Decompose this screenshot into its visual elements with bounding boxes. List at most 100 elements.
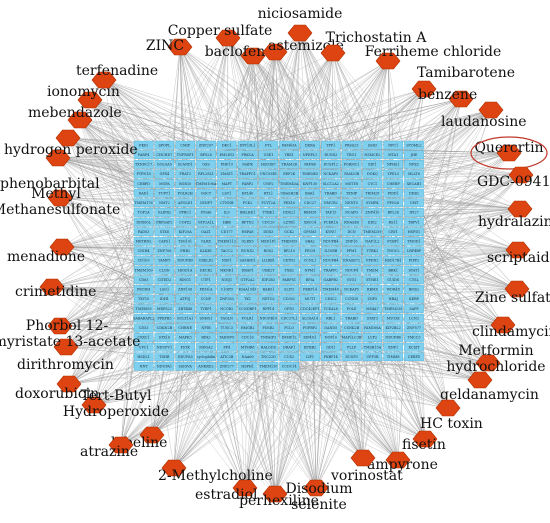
gene-node[interactable]: CMIP	[175, 140, 196, 150]
gene-node[interactable]: RS11	[383, 217, 404, 227]
gene-node[interactable]: ATIC2B	[216, 352, 237, 362]
gene-node[interactable]: MDGA2	[196, 342, 216, 352]
gene-node[interactable]: NPEPL1	[300, 150, 320, 160]
gene-node[interactable]: TK1	[237, 294, 258, 304]
gene-node[interactable]: DAND5	[321, 323, 341, 333]
drug-node[interactable]: scriptaid	[487, 241, 550, 266]
gene-node[interactable]: FADS3	[133, 227, 154, 236]
gene-node[interactable]: METRNL	[133, 236, 154, 246]
gene-node[interactable]: NDUFA5	[175, 352, 196, 362]
gene-node[interactable]: IL10RB	[321, 246, 341, 256]
gene-node[interactable]: CDC37L1	[279, 313, 300, 323]
gene-node[interactable]: NDUFB10	[258, 313, 279, 323]
gene-node[interactable]: NDUFV1	[154, 342, 175, 352]
drug-node[interactable]: 2-Methylcholine	[158, 459, 273, 484]
drug-node[interactable]: terfenadine	[76, 63, 158, 89]
gene-node[interactable]: CCNDBP1	[237, 304, 258, 313]
gene-node[interactable]: RBM38	[300, 208, 320, 217]
gene-node[interactable]: NFIB	[196, 323, 216, 333]
gene-node[interactable]: PCK2	[237, 198, 258, 208]
gene-node[interactable]: SBA2	[300, 236, 320, 246]
gene-node[interactable]: PGRMC1	[341, 160, 362, 169]
gene-node[interactable]: FEM1A	[196, 285, 216, 294]
gene-node[interactable]: STX8	[154, 227, 175, 236]
gene-node[interactable]: CCNF	[196, 294, 216, 304]
gene-node[interactable]: ZNF277	[216, 362, 237, 371]
gene-node[interactable]: PRODH	[133, 285, 154, 294]
gene-node[interactable]: NAA60	[237, 352, 258, 362]
gene-node[interactable]: LRP4BP	[404, 246, 424, 256]
gene-node[interactable]: TMEM176	[133, 198, 154, 208]
drug-node[interactable]: dirithromycin	[17, 338, 114, 373]
gene-node[interactable]: UTF1	[196, 275, 216, 285]
gene-node[interactable]: CEBPD	[133, 179, 154, 188]
gene-node[interactable]: UPF3B	[362, 352, 383, 362]
gene-node[interactable]: EIF2B3	[258, 275, 279, 285]
gene-node[interactable]: ENASE72	[341, 256, 362, 265]
gene-node[interactable]: MS4A7	[362, 304, 383, 313]
gene-node[interactable]: PHB2	[175, 246, 196, 256]
gene-node[interactable]: FAM20B	[341, 169, 362, 179]
gene-node[interactable]: TMEM169	[133, 265, 154, 275]
gene-node[interactable]: CDC42EP1	[300, 304, 320, 313]
gene-node[interactable]: MAPK3	[175, 333, 196, 342]
gene-node[interactable]: LZTR1	[279, 217, 300, 227]
gene-node[interactable]: PCBP1	[383, 236, 404, 246]
gene-node[interactable]: TMSB15A	[362, 342, 383, 352]
gene-node[interactable]: YBX1	[279, 150, 300, 160]
gene-node[interactable]: SCAND1	[175, 160, 196, 169]
gene-node[interactable]: NINJ1	[216, 275, 237, 285]
gene-node[interactable]: MYO5E	[383, 313, 404, 323]
gene-node[interactable]: ZNF577	[404, 323, 424, 333]
drug-node[interactable]: vorinostat	[330, 449, 403, 484]
gene-node[interactable]: SSR3	[362, 140, 383, 150]
gene-node[interactable]: TRABD	[321, 188, 341, 198]
gene-node[interactable]: TTBK2	[362, 246, 383, 256]
gene-node[interactable]: TNC22D	[258, 352, 279, 362]
gene-node[interactable]: UNC93B1	[258, 169, 279, 179]
gene-node[interactable]: NNT	[133, 362, 154, 371]
gene-node[interactable]: PIDD1	[383, 188, 404, 198]
gene-node[interactable]: TYRP1	[196, 304, 216, 313]
gene-node[interactable]: PTPN18	[133, 169, 154, 179]
gene-node[interactable]: CUX2	[279, 352, 300, 362]
gene-node[interactable]: FKBP14	[321, 352, 341, 362]
gene-node[interactable]: TMCC3	[404, 333, 424, 342]
gene-node[interactable]: NDUFA1	[154, 362, 175, 371]
gene-node[interactable]: ANKRD2	[196, 362, 216, 371]
gene-node[interactable]: GTF2A2	[237, 275, 258, 285]
gene-node[interactable]: HIGD1A	[175, 265, 196, 275]
drug-node[interactable]: HC toxin	[420, 399, 483, 432]
drug-node[interactable]: Tamibarotene	[411, 65, 515, 98]
gene-node[interactable]: ZNF106	[175, 285, 196, 294]
gene-node[interactable]: GPX4	[154, 169, 175, 179]
gene-node[interactable]: CETN2	[279, 256, 300, 265]
gene-node[interactable]: ETHE1	[362, 275, 383, 285]
gene-node[interactable]: LSG1	[154, 285, 175, 294]
gene-node[interactable]: ZNF207	[196, 140, 216, 150]
gene-node[interactable]: DECR2	[196, 265, 216, 275]
gene-node[interactable]: PRSS23	[341, 140, 362, 150]
gene-node[interactable]: HSPA8	[237, 227, 258, 236]
gene-node[interactable]: PPN26	[383, 198, 404, 208]
gene-node[interactable]: CITED2	[154, 275, 175, 285]
gene-node[interactable]: SSIGVA	[175, 362, 196, 371]
gene-node[interactable]: STAT1	[404, 265, 424, 275]
gene-node[interactable]: NFE2	[404, 160, 424, 169]
gene-node[interactable]: CD302	[279, 294, 300, 304]
gene-node[interactable]: UPC1	[133, 342, 154, 352]
gene-node[interactable]: KERP	[404, 294, 424, 304]
gene-node[interactable]: YAMP5	[154, 256, 175, 265]
gene-node[interactable]: RPS28	[196, 150, 216, 160]
gene-node[interactable]: TRAPPC1	[237, 169, 258, 179]
gene-node[interactable]: GLRX5	[237, 236, 258, 246]
gene-node[interactable]: PARPS1	[279, 275, 300, 285]
gene-node[interactable]: DPY19L1	[237, 140, 258, 150]
gene-node[interactable]: C1GPD	[216, 285, 237, 294]
gene-node[interactable]: HSPD1	[404, 227, 424, 236]
gene-node[interactable]: TMOD1	[404, 236, 424, 246]
gene-node[interactable]: BHLHE1	[237, 208, 258, 217]
gene-node[interactable]: GLIPR2	[154, 208, 175, 217]
gene-node[interactable]: KIF2BL2	[383, 323, 404, 333]
